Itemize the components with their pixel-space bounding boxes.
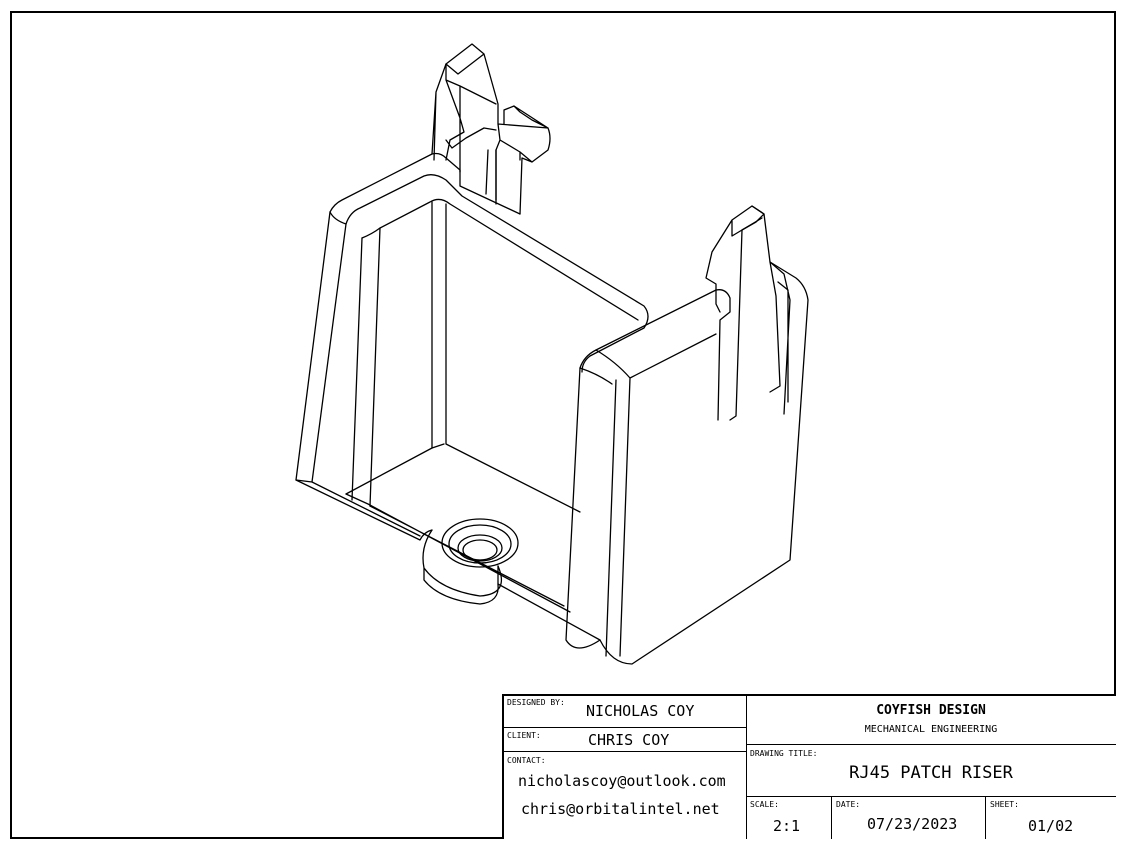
body-outline <box>295 152 809 665</box>
date-value: 07/23/2023 <box>867 815 958 833</box>
inner-rim <box>345 174 649 373</box>
contact-label: CONTACT: <box>507 756 546 765</box>
date-label: DATE: <box>836 800 861 809</box>
client-label: CLIENT: <box>507 731 541 740</box>
department-name: MECHANICAL ENGINEERING <box>864 724 998 735</box>
tb-divider-v1 <box>746 694 747 839</box>
title-block <box>502 694 1116 839</box>
clip-tab-right <box>705 205 791 421</box>
scale-value: 2:1 <box>773 817 801 835</box>
designed-by-value: NICHOLAS COY <box>586 702 695 720</box>
sheet-label: SHEET: <box>990 800 1019 809</box>
client-value: CHRIS COY <box>588 731 670 749</box>
contact-email-2: chris@orbitalintel.net <box>521 800 720 818</box>
clip-tab-left <box>445 43 551 215</box>
drawing-title-value: RJ45 PATCH RISER <box>849 763 1013 783</box>
inner-rim-2 <box>361 198 639 321</box>
front-rim <box>565 289 731 649</box>
drawing-title-label: DRAWING TITLE: <box>750 749 818 758</box>
scale-label: SCALE: <box>750 800 779 809</box>
company-name: COYFISH DESIGN <box>876 703 986 718</box>
sheet-value: 01/02 <box>1028 817 1074 835</box>
contact-email-1: nicholascoy@outlook.com <box>518 772 726 790</box>
screw-hole-outer <box>441 518 519 568</box>
screw-hole-inner <box>457 534 503 562</box>
designed-by-label: DESIGNED BY: <box>507 698 565 707</box>
